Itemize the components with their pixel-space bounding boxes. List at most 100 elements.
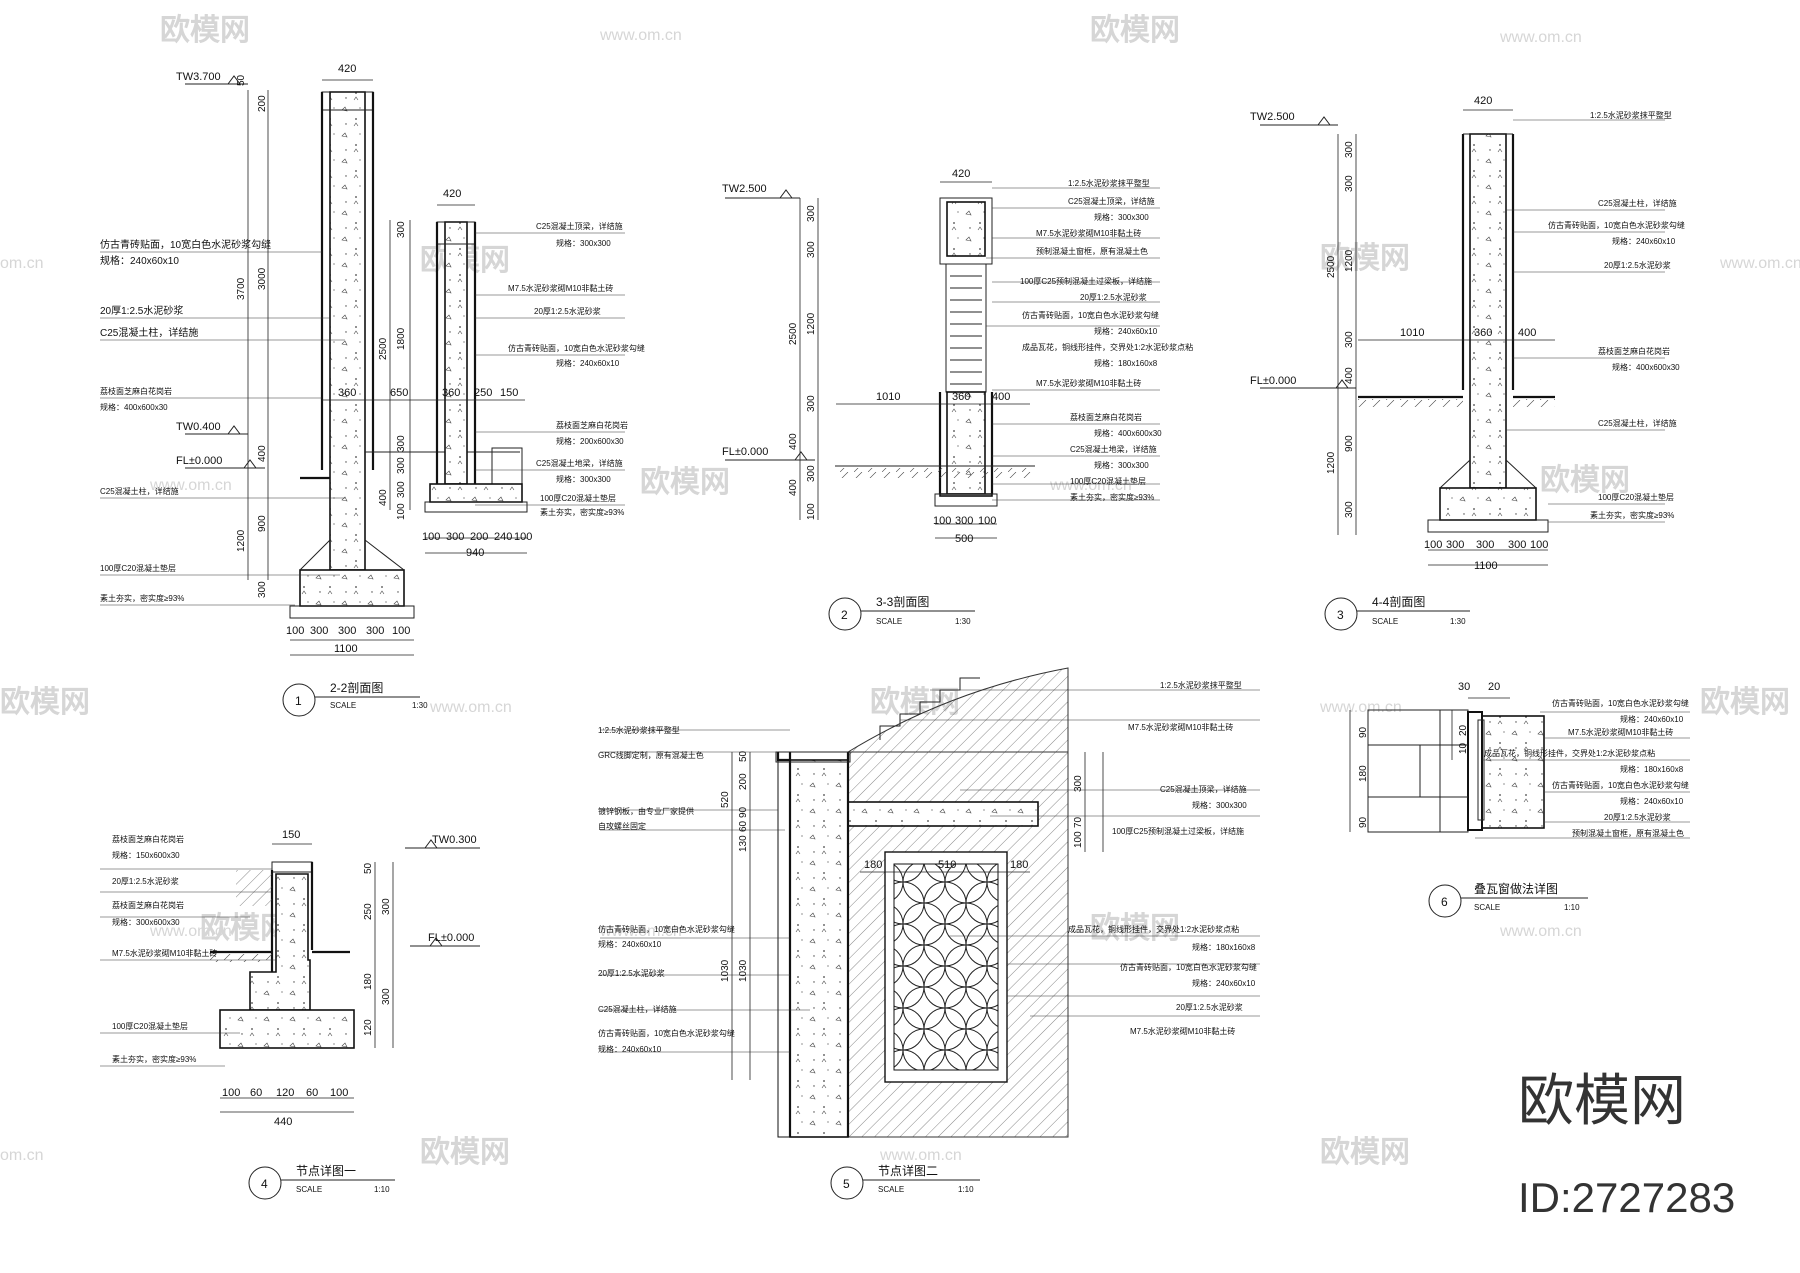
callout-text: 规格：400x600x30 — [1612, 362, 1680, 372]
dim-text: 100 — [978, 515, 996, 527]
watermark-url: www.om.cn — [149, 477, 232, 494]
callout-text: 规格：400x600x30 — [100, 402, 168, 412]
dim-text: 100 — [222, 1087, 240, 1099]
dim-text: 200 — [738, 773, 749, 790]
dim-text: 100 — [1530, 539, 1548, 551]
callout-text: C25混凝土柱，详结施 — [100, 486, 179, 496]
dim-text: 200 — [257, 95, 268, 112]
callout-text: 荔枝面芝麻白花岗岩 — [556, 420, 628, 430]
callout-text: 规格：240x60x10 — [1612, 236, 1676, 246]
level-fl: FL±0.000 — [428, 932, 474, 944]
scale-label: SCALE — [878, 1185, 904, 1194]
watermark-logo: 欧模网 — [1320, 242, 1410, 275]
detail-title: 2-2剖面图 — [330, 681, 383, 695]
dim-text: 300 — [806, 241, 817, 258]
dim-text: 50 — [236, 74, 247, 86]
dim-text: 1200 — [806, 312, 817, 335]
callout-text: 素土夯实，密实度≥93% — [112, 1054, 196, 1064]
callout-text: 规格：150x600x30 — [112, 850, 180, 860]
watermark-url: www.om.cn — [599, 27, 682, 44]
callout-text: C25混凝土地梁，详结施 — [1070, 444, 1157, 454]
detail-number: 2 — [841, 608, 848, 622]
callout-text: 素土夯实，密实度≥93% — [540, 507, 624, 517]
scale-value: 1:30 — [412, 701, 428, 710]
scale-value: 1:30 — [955, 617, 971, 626]
dim-text: 360 — [952, 391, 970, 403]
dim-text: 300 — [806, 205, 817, 222]
dim-text: 300 — [1344, 141, 1355, 158]
detail-title: 节点详图一 — [296, 1163, 356, 1178]
dim-text: 50 — [738, 750, 749, 762]
callout-text: 仿古青砖贴面，10宽白色水泥砂浆勾缝 — [1552, 780, 1689, 790]
dim-text: 300 — [446, 531, 464, 543]
callout-text: 预制混凝土窗框，原有混凝土色 — [1036, 246, 1148, 256]
dim-text: 3700 — [236, 277, 247, 300]
dim-text: 150 — [500, 387, 518, 399]
dim-text: 90 — [1358, 726, 1369, 738]
dim-text: 1800 — [396, 327, 407, 350]
callout-text: 100厚C20混凝土垫层 — [1070, 476, 1146, 486]
dim-text: 300 — [1476, 539, 1494, 551]
dim-text: 10 — [1458, 742, 1469, 754]
dim-text: 180 — [1358, 765, 1369, 782]
tile-rows — [950, 275, 982, 385]
watermark-url: www.om.cn — [1319, 699, 1402, 716]
callout-text: 仿古青砖贴面，10宽白色水泥砂浆勾缝 — [1552, 698, 1689, 708]
callout-text: 100厚C20混凝土垫层 — [100, 563, 176, 573]
dim-text: 180 — [1010, 859, 1028, 871]
callout-text: C25混凝土柱，详结施 — [100, 326, 198, 339]
detail-number-circle — [282, 683, 316, 717]
callout-text: C25混凝土顶梁，详结施 — [536, 221, 623, 231]
callout-text: 自攻螺丝固定 — [598, 821, 646, 831]
dim-text: 420 — [952, 168, 970, 180]
dim-text: 360 — [1474, 327, 1492, 339]
dim-text: 300 — [1508, 539, 1526, 551]
brand-logo-text: 欧模网 — [1518, 1069, 1686, 1132]
drawing-1-section: 420 420 TW3.700 TW0.400 FL±0.000 50 200 … — [100, 63, 645, 717]
dim-text: 300 — [806, 395, 817, 412]
dim-text: 400 — [257, 445, 268, 462]
level-fl: FL±0.000 — [722, 446, 768, 458]
callout-text: C25混凝土顶梁，详结施 — [1068, 196, 1155, 206]
callout-text: 仿古青砖贴面，10宽白色水泥砂浆勾缝 — [598, 924, 735, 934]
dim-text: 90 — [738, 806, 749, 818]
window-frame — [945, 263, 987, 393]
callout-text: 1:2.5水泥砂浆抹平整型 — [1590, 110, 1672, 120]
level-tw2: TW0.400 — [176, 421, 221, 433]
dim-text: 1200 — [1326, 451, 1337, 474]
dim-text: 20 — [1458, 724, 1469, 736]
callout-text: 规格：180x160x8 — [1192, 942, 1256, 952]
callout-text: 素土夯实，密实度≥93% — [1070, 492, 1154, 502]
callout-text: 规格：240x60x10 — [598, 939, 662, 949]
callout-text: 规格：300x300 — [1094, 460, 1149, 470]
dim-text: 100 — [1073, 831, 1084, 848]
watermark-logo: 欧模网 — [1090, 912, 1180, 945]
dim-text: 100 — [806, 503, 817, 520]
callout-text: 100厚C20混凝土垫层 — [540, 493, 616, 503]
callout-text: C25混凝土柱，详结施 — [1598, 198, 1677, 208]
callout-text: 100厚C20混凝土垫层 — [112, 1021, 188, 1031]
callout-text: 素土夯实，密实度≥93% — [1590, 510, 1674, 520]
dim-text: 400 — [378, 489, 389, 506]
detail-title: 4-4剖面图 — [1372, 595, 1425, 609]
drawing-5-node-detail: 50 520 200 90 60 130 1030 1030 300 100 7… — [598, 667, 1260, 1200]
callout-text: 1:2.5水泥砂浆抹平整型 — [1068, 178, 1150, 188]
dim-text: 300 — [257, 581, 268, 598]
dim-text: 120 — [363, 1019, 374, 1036]
callout-text: 规格：200x600x30 — [556, 436, 624, 446]
callout-text: 荔枝面芝麻白花岗岩 — [1070, 412, 1142, 422]
dim-text: 100 — [514, 531, 532, 543]
callout-text: 成品瓦花，铜线形挂件，交界处1:2水泥砂浆点粘 — [1022, 342, 1193, 352]
dim-text: 400 — [992, 391, 1010, 403]
drawing-4-node-detail: 150 TW0.300 FL±0.000 50 250 300 180 300 … — [100, 829, 480, 1200]
callout-text: 100厚C20混凝土垫层 — [1598, 492, 1674, 502]
dim-text: 300 — [338, 625, 356, 637]
level-fl: FL±0.000 — [176, 455, 222, 467]
dim-text: 1010 — [1400, 327, 1424, 339]
dim-text: 100 — [1424, 539, 1442, 551]
dim-text: 300 — [381, 898, 392, 915]
dim-text: 300 — [396, 481, 407, 498]
dim-text: 940 — [466, 547, 484, 559]
callout-text: 100厚C25预制混凝土过梁板，详结施 — [1020, 276, 1152, 286]
callout-text: C25混凝土顶梁，详结施 — [1160, 784, 1247, 794]
